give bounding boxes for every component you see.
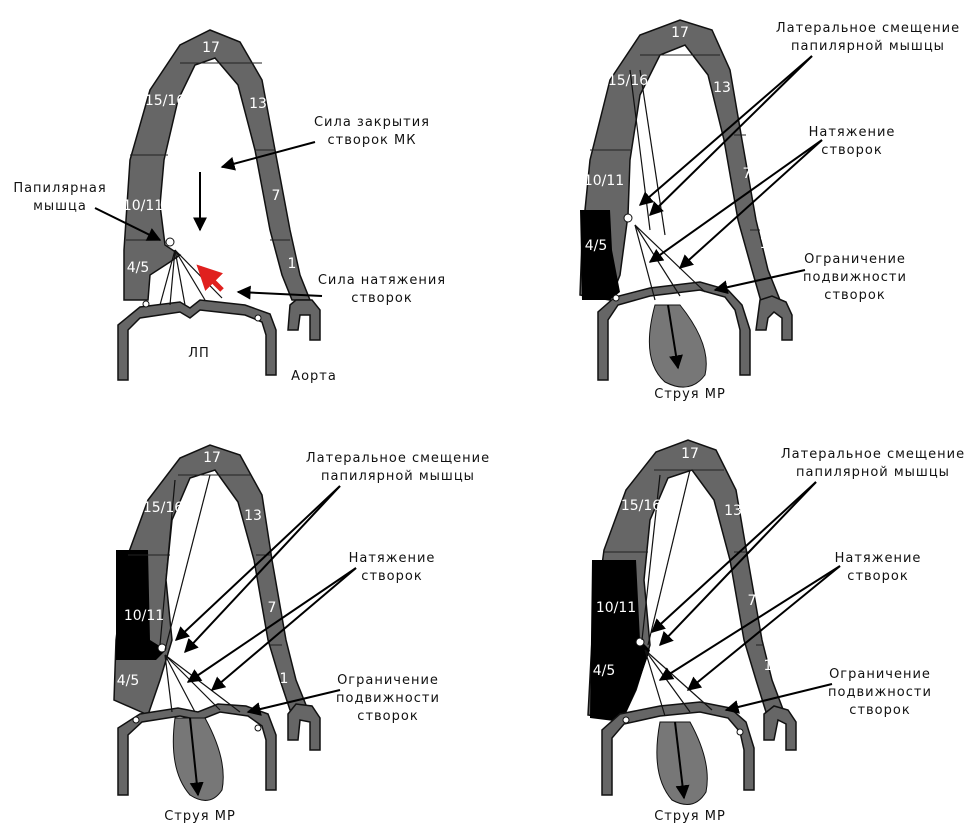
mr-jet bbox=[657, 722, 707, 805]
segment-number: 7 bbox=[268, 600, 277, 616]
segment-number: 1 bbox=[280, 671, 289, 687]
segment-number: 13 bbox=[724, 503, 742, 519]
annotation-label: Струя МР bbox=[164, 809, 236, 824]
annotation-label: створок bbox=[357, 709, 418, 724]
annotation-label: подвижности bbox=[336, 691, 440, 706]
segment-number: 1 bbox=[760, 236, 769, 252]
chorda-line bbox=[165, 655, 172, 712]
restriction-label-line3: створок bbox=[824, 288, 885, 303]
segment-13: 13 bbox=[249, 96, 267, 112]
annotation-label: папилярной мышцы bbox=[321, 469, 475, 484]
segment-number: 17 bbox=[681, 446, 699, 462]
segment-number: 15/16 bbox=[143, 500, 183, 516]
segment-number: 7 bbox=[743, 166, 752, 182]
papillary-label-line2: мышца bbox=[33, 199, 87, 214]
segment-1: 1 bbox=[288, 256, 297, 272]
anatomic-node bbox=[636, 638, 644, 646]
anatomic-node bbox=[255, 725, 261, 731]
closing-force-label-line2: створок МК bbox=[328, 133, 417, 148]
segment-number: 17 bbox=[671, 25, 689, 41]
anatomic-node bbox=[624, 214, 632, 222]
tension-force-label-line1: Сила натяжения bbox=[318, 273, 446, 288]
segment-15-16: 15/16 bbox=[145, 93, 185, 109]
segment-number: 4/5 bbox=[593, 663, 616, 679]
segment-number: 1 bbox=[764, 658, 773, 674]
closing-force-label-line1: Сила закрытия bbox=[314, 115, 430, 130]
chorda-line bbox=[165, 655, 220, 710]
annotation-label: подвижности bbox=[828, 685, 932, 700]
lateral-label-line2: папилярной мышцы bbox=[791, 39, 945, 54]
segment-number: 15/16 bbox=[621, 498, 661, 514]
annotation-label: Ограничение bbox=[829, 667, 931, 682]
tension-force-label-line2: створок bbox=[351, 291, 412, 306]
jet-label: Струя МР bbox=[654, 387, 726, 402]
segment-4-5: 4/5 bbox=[127, 260, 150, 276]
anatomic-node bbox=[255, 315, 261, 321]
lateral-label-line1: Латеральное смещение bbox=[776, 21, 960, 36]
chorda-line bbox=[165, 655, 195, 712]
anatomic-node bbox=[133, 717, 139, 723]
segment-10-11: 10/11 bbox=[123, 198, 163, 214]
annotation-label: створок bbox=[849, 703, 910, 718]
anatomic-node bbox=[613, 295, 619, 301]
segment-number: 13 bbox=[713, 80, 731, 96]
chorda-line bbox=[635, 225, 680, 296]
panel-lateral-displacement-1: 17 15/16 13 10/11 7 4/5 1 Латеральное см… bbox=[580, 20, 960, 402]
panel-normal: 17 15/16 13 10/11 7 4/5 1 Папилярная мыш… bbox=[13, 30, 446, 384]
segment-number: 10/11 bbox=[584, 173, 624, 189]
aorta-label: Аорта bbox=[291, 369, 337, 384]
lv-wall bbox=[124, 30, 310, 300]
segment-number: 10/11 bbox=[596, 600, 636, 616]
papillary-muscle bbox=[166, 238, 174, 246]
anatomic-node bbox=[623, 717, 629, 723]
atrium-base bbox=[118, 300, 276, 380]
segment-number: 7 bbox=[748, 593, 757, 609]
anatomic-node bbox=[737, 729, 743, 735]
tethering-label-line1: Натяжение bbox=[809, 125, 896, 140]
segment-number: 13 bbox=[244, 508, 262, 524]
anatomy-shape bbox=[756, 296, 792, 340]
mr-jet bbox=[649, 305, 706, 387]
annotation-label: Натяжение bbox=[835, 551, 922, 566]
segment-7: 7 bbox=[272, 188, 281, 204]
segment-number: 10/11 bbox=[124, 608, 164, 624]
annotation-label: Натяжение bbox=[349, 551, 436, 566]
panel-lateral-displacement-2: 17 15/16 13 10/11 7 4/5 1 Латеральное см… bbox=[114, 445, 490, 824]
annotation-label: Ограничение bbox=[337, 673, 439, 688]
segment-number: 4/5 bbox=[585, 238, 608, 254]
chorda-line bbox=[645, 650, 690, 712]
pointer-arrow bbox=[238, 292, 322, 296]
aortic-root bbox=[288, 300, 320, 340]
chorda-line bbox=[645, 650, 712, 710]
segment-number: 4/5 bbox=[117, 673, 140, 689]
chorda-line bbox=[635, 225, 705, 292]
shape-group bbox=[630, 70, 705, 300]
anatomic-node bbox=[158, 644, 166, 652]
anatomy-shape bbox=[288, 704, 320, 750]
annotation-label: Струя МР bbox=[654, 809, 726, 824]
annotation-label: створок bbox=[847, 569, 908, 584]
restriction-label-line2: подвижности bbox=[803, 270, 907, 285]
chorda-line bbox=[645, 650, 665, 716]
annotation-label: Латеральное смещение bbox=[306, 451, 490, 466]
segment-17: 17 bbox=[202, 40, 220, 56]
chorda-line bbox=[165, 655, 240, 712]
segment-number: 17 bbox=[203, 450, 221, 466]
restriction-label-line1: Ограничение bbox=[804, 252, 906, 267]
tethering-label-line2: створок bbox=[821, 143, 882, 158]
la-label: ЛП bbox=[188, 346, 210, 361]
annotation-label: створок bbox=[361, 569, 422, 584]
annotation-label: папилярной мышцы bbox=[796, 465, 950, 480]
annotation-label: Латеральное смещение bbox=[781, 447, 965, 462]
chorda-line bbox=[640, 70, 665, 235]
panel-lateral-displacement-3: 17 15/16 13 10/11 7 4/5 1 Латеральное см… bbox=[588, 440, 965, 824]
anatomy-shape bbox=[764, 706, 796, 750]
anatomic-node bbox=[143, 301, 149, 307]
papillary-label-line1: Папилярная bbox=[13, 181, 106, 196]
segment-number: 15/16 bbox=[608, 73, 648, 89]
